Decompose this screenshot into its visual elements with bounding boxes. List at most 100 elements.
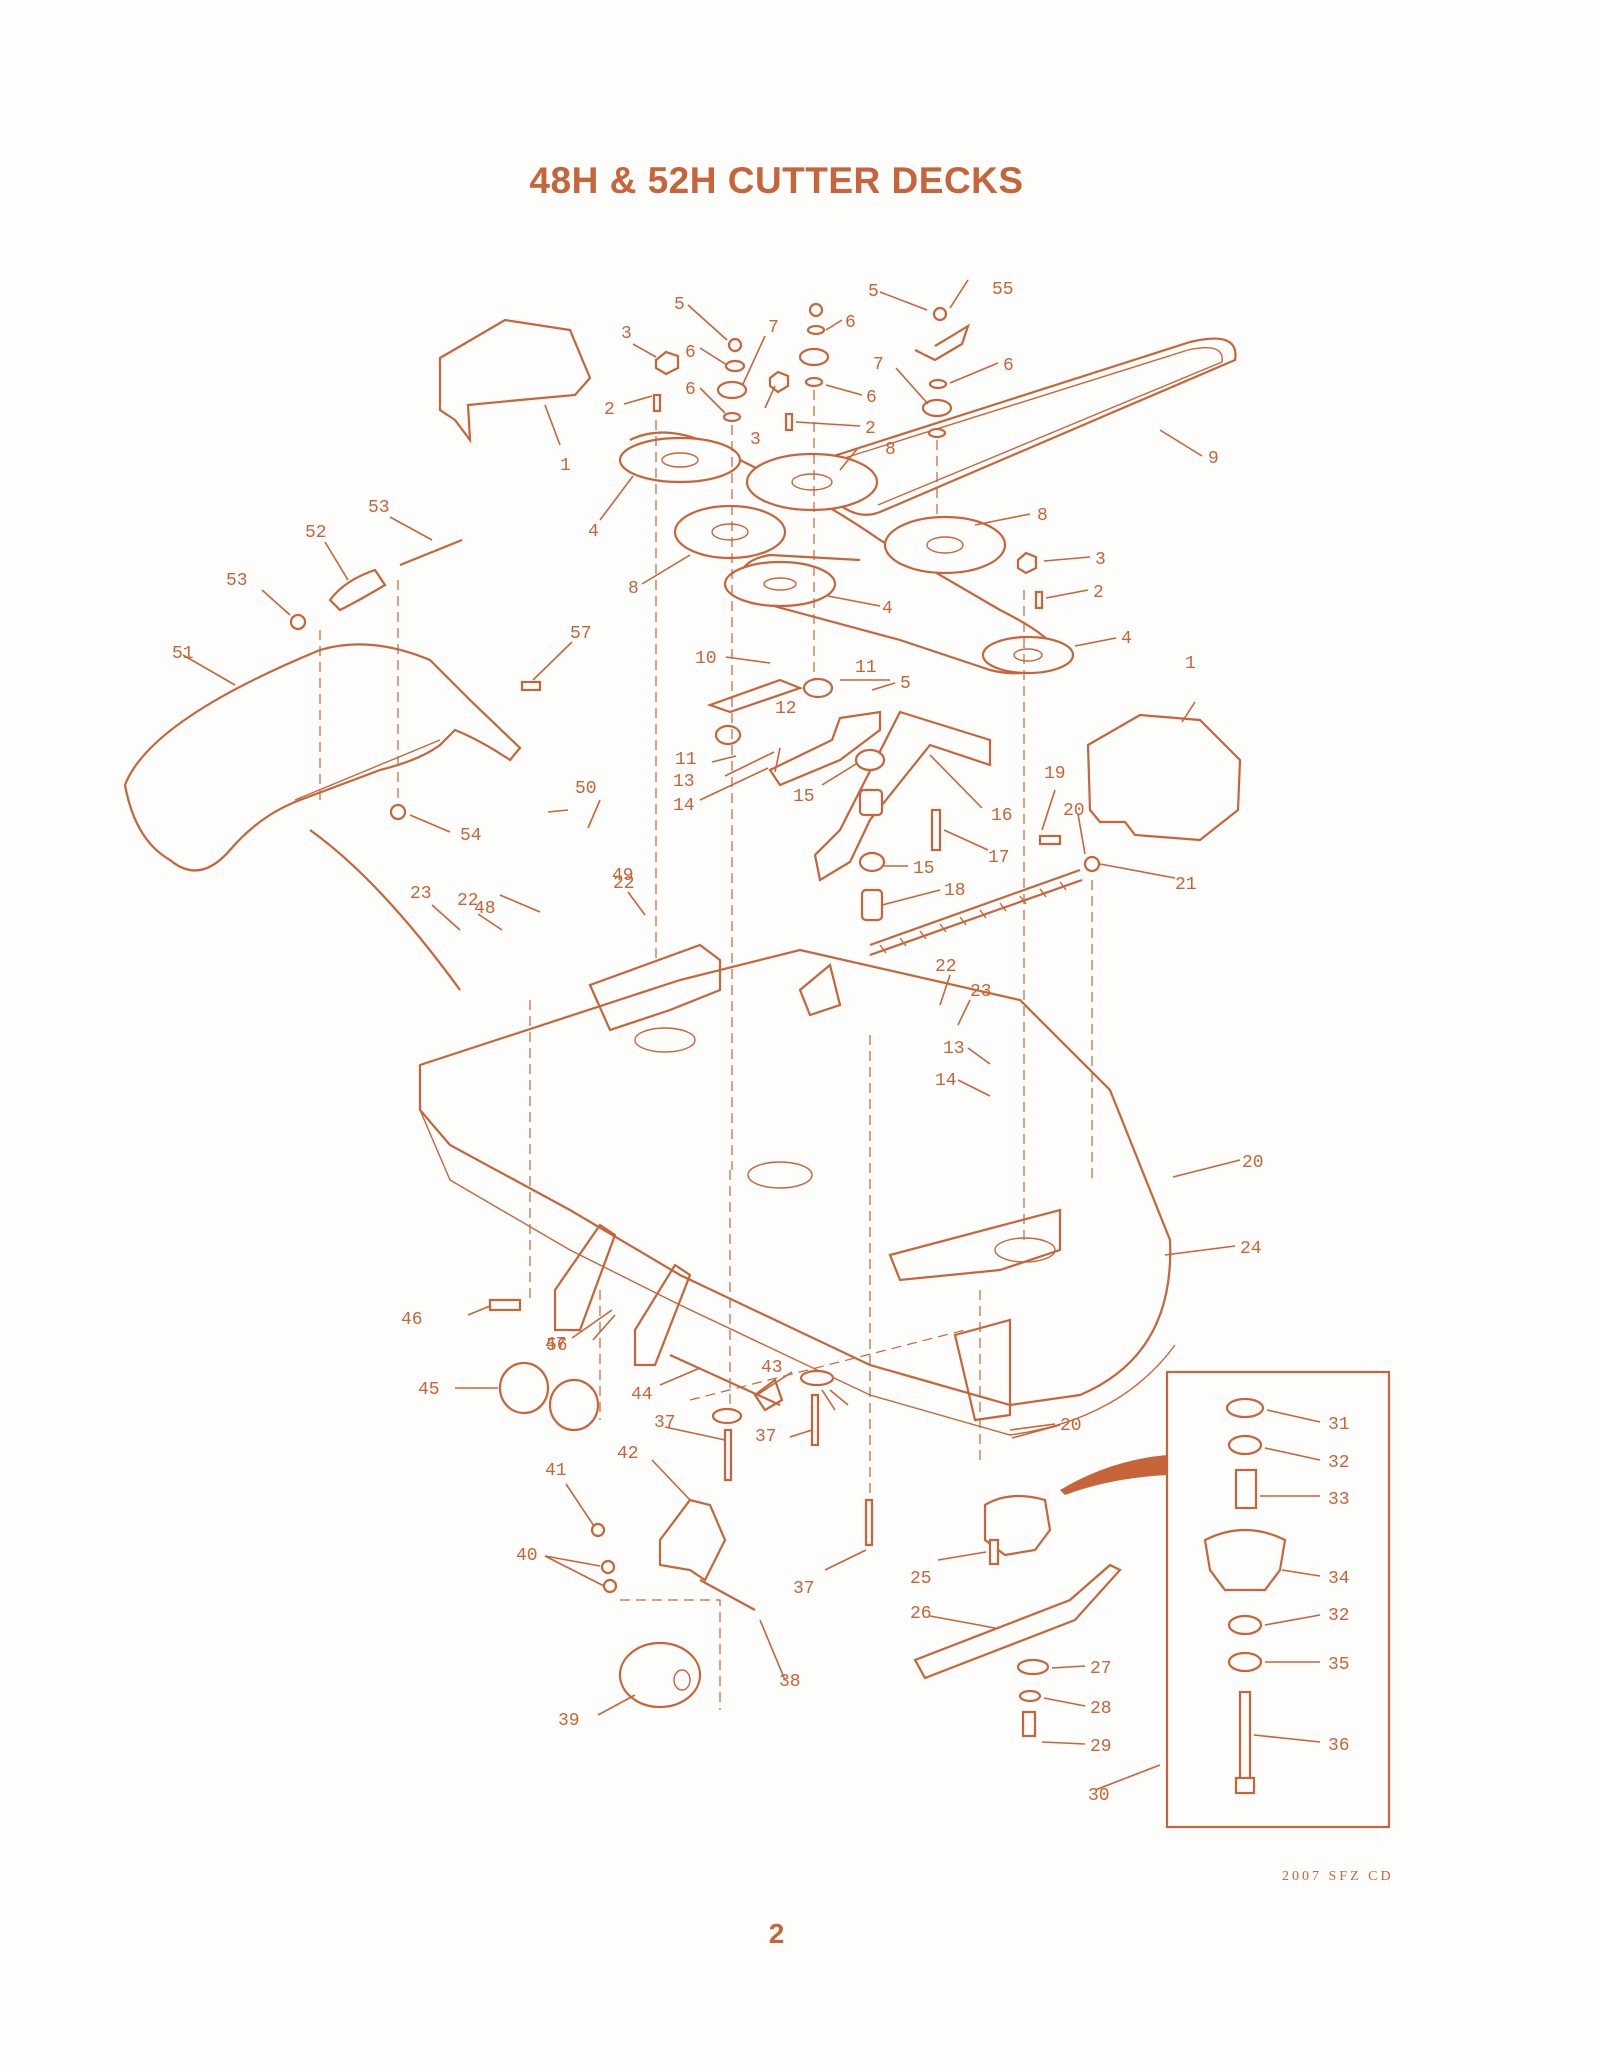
- nut-3b: [768, 370, 790, 394]
- callout: 53: [226, 571, 248, 591]
- callout: 57: [570, 624, 592, 644]
- bearing-32a: [1227, 1434, 1263, 1456]
- chute-deflector-edge: [309, 829, 461, 991]
- pin-2c: [1034, 590, 1044, 610]
- shaft-36: [1238, 1690, 1252, 1784]
- bearing-7a: [716, 380, 748, 400]
- nut-41: [590, 1522, 606, 1538]
- bolt-37b: [810, 1393, 820, 1447]
- bolt-37c: [864, 1498, 874, 1547]
- callout: 49: [612, 866, 634, 886]
- inset-pointer: [1060, 1455, 1167, 1495]
- nut-5b: [808, 302, 824, 318]
- chute-rod-52: [399, 538, 463, 567]
- spindle-inset-box: [1165, 1370, 1391, 1829]
- bearing-7b: [798, 347, 830, 367]
- deck-bracket-left: [588, 943, 722, 1032]
- spacer-11b: [714, 724, 742, 746]
- bracket-43: [753, 1378, 784, 1412]
- callout: 15: [913, 859, 935, 879]
- callout: 32: [1328, 1453, 1350, 1473]
- callout: 31: [1328, 1415, 1350, 1435]
- callout: 27: [1090, 1659, 1112, 1679]
- roller-45a: [498, 1361, 550, 1415]
- pulley-8-left: [673, 504, 787, 560]
- idler-spring-coils: [879, 881, 1067, 954]
- gauge-wheel-39-hub: [673, 1669, 691, 1691]
- bolt-40a: [600, 1559, 616, 1575]
- callout: 35: [1328, 1655, 1350, 1675]
- callout: 4: [882, 599, 893, 619]
- idler-spring-21: [869, 868, 1083, 957]
- callout: 16: [991, 806, 1013, 826]
- callout: 3: [1095, 550, 1106, 570]
- washer-6a: [724, 359, 746, 373]
- washer-6d: [804, 376, 824, 388]
- callout: 15: [793, 787, 815, 807]
- pulley-4-right: [981, 635, 1075, 675]
- bolt-19: [1038, 834, 1062, 846]
- callout: 2: [865, 419, 876, 439]
- callout: 6: [866, 388, 877, 408]
- bracket-54: [914, 323, 971, 362]
- bolt-25: [988, 1538, 1000, 1566]
- shaft-36-base: [1234, 1776, 1256, 1795]
- pulley-hardware: [652, 302, 1044, 610]
- callout: 51: [172, 644, 194, 664]
- housing-34: [1203, 1528, 1287, 1592]
- pulley-4-center-hub: [763, 577, 797, 591]
- callout: 54: [460, 826, 482, 846]
- callout: 4: [1121, 629, 1132, 649]
- callout: 8: [628, 579, 639, 599]
- pulley-4-left-hub: [661, 452, 699, 468]
- mower-deck-24-skirt: [419, 1109, 1176, 1436]
- callout-leader-lines: [182, 279, 1321, 1791]
- callout: 21: [1175, 875, 1197, 895]
- belt-cover-left: [438, 318, 592, 444]
- seal-35: [1227, 1651, 1263, 1673]
- spindle-hole-center: [747, 1161, 813, 1189]
- washer-6f: [927, 427, 947, 439]
- pulley-8-center-hub: [791, 473, 833, 491]
- axle-44: [669, 1353, 781, 1407]
- bolt-56: [520, 680, 542, 692]
- callout: 5: [868, 282, 879, 302]
- page-title: 48H & 52H CUTTER DECKS: [529, 160, 1024, 201]
- callout: 18: [944, 881, 966, 901]
- bushing-15c: [858, 851, 886, 873]
- spindle-hole-right: [994, 1237, 1056, 1263]
- callout: 20: [1063, 801, 1085, 821]
- callout: 44: [631, 1385, 653, 1405]
- callout: 2: [1093, 583, 1104, 603]
- callout: 34: [1328, 1569, 1350, 1589]
- bolt-17: [930, 808, 942, 852]
- mower-deck-24: [418, 948, 1172, 1407]
- idler-bar-10: [706, 678, 804, 714]
- washer-28: [1018, 1689, 1042, 1703]
- callout: 48: [474, 899, 496, 919]
- roller-45b: [548, 1378, 600, 1432]
- callout: 7: [873, 355, 884, 375]
- spacer-33: [1234, 1468, 1258, 1510]
- bushing-15b: [858, 788, 884, 817]
- callout: 12: [775, 699, 797, 719]
- callout: 40: [516, 1546, 538, 1566]
- pulley-4-right-hub: [1013, 648, 1043, 662]
- chute-spring-51: [328, 568, 387, 612]
- callout: 3: [750, 430, 761, 450]
- nut-5a: [727, 337, 743, 353]
- gauge-wheel-bracket-42: [658, 1498, 727, 1582]
- page-number: 2: [768, 1918, 785, 1949]
- callout: 23: [410, 884, 432, 904]
- spring-hook-21: [1083, 855, 1101, 873]
- callout: 33: [1328, 1490, 1350, 1510]
- callout: 41: [545, 1461, 567, 1481]
- callout: 6: [685, 380, 696, 400]
- callout: 9: [1208, 449, 1219, 469]
- belt-cover-right: [1086, 713, 1242, 842]
- pulley-8-right-hub: [926, 536, 964, 554]
- pulley-8-left-hub: [711, 523, 749, 541]
- pulley-8-center: [745, 452, 879, 512]
- pin-38: [699, 1579, 756, 1611]
